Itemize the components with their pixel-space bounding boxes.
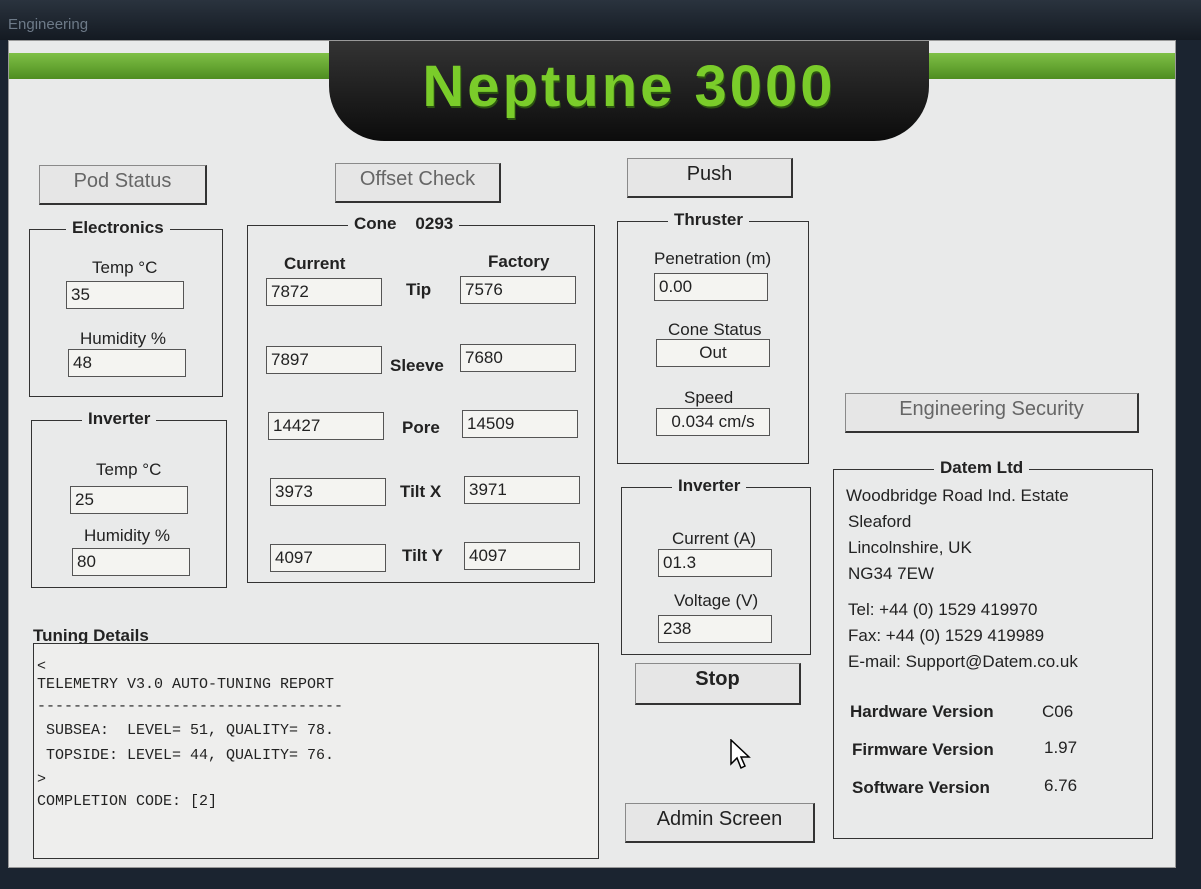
penetration-field[interactable]: 0.00 <box>654 273 768 301</box>
electronics-temp-label: Temp °C <box>92 258 158 277</box>
tip-factory-field[interactable]: 7576 <box>460 276 576 304</box>
cone-title: Cone 0293 <box>348 214 460 234</box>
electronics-humidity-label: Humidity % <box>80 329 166 348</box>
sleeve-label: Sleeve <box>390 356 444 375</box>
cone-status-field[interactable]: Out <box>656 339 770 367</box>
firmware-version-value: 1.97 <box>1044 738 1078 757</box>
sleeve-factory-field[interactable]: 7680 <box>460 344 576 372</box>
cone-status-label: Cone Status <box>668 320 762 339</box>
tuning-details-box[interactable]: < TELEMETRY V3.0 AUTO-TUNING REPORT ----… <box>33 643 599 859</box>
tip-label: Tip <box>406 280 432 299</box>
hardware-version-value: C06 <box>1042 702 1074 721</box>
push-button[interactable]: Push <box>627 158 793 198</box>
tilt-x-current-field[interactable]: 3973 <box>270 478 386 506</box>
hardware-version-label: Hardware Version <box>850 702 994 721</box>
tilt-x-factory-field[interactable]: 3971 <box>464 476 580 504</box>
address-line: Sleaford <box>848 512 912 531</box>
header-green-bar-right <box>889 53 1175 79</box>
inverter-left-title: Inverter <box>82 409 157 429</box>
address-line: Lincolnshire, UK <box>848 538 972 557</box>
inverter-voltage-label: Voltage (V) <box>674 591 759 610</box>
tuning-line: SUBSEA: LEVEL= 51, QUALITY= 78. <box>37 722 335 739</box>
main-panel: Neptune 3000 Pod Status Offset Check Pus… <box>8 40 1176 868</box>
cone-factory-header: Factory <box>488 252 550 271</box>
inverter-group-left: Inverter Temp °C 25 Humidity % 80 <box>31 409 227 588</box>
cone-current-header: Current <box>284 254 346 273</box>
tilt-y-current-field[interactable]: 4097 <box>270 544 386 572</box>
tip-current-field[interactable]: 7872 <box>266 278 382 306</box>
mouse-pointer-icon <box>730 739 751 770</box>
datem-info-group: Datem Ltd Woodbridge Road Ind. Estate Sl… <box>833 458 1153 839</box>
inverter-current-field[interactable]: 01.3 <box>658 549 772 577</box>
app-logo-title: Neptune 3000 <box>422 54 836 119</box>
software-version-label: Software Version <box>852 778 990 797</box>
tuning-line: COMPLETION CODE: [2] <box>37 793 218 810</box>
tilt-y-label: Tilt Y <box>402 546 443 565</box>
inverter-left-temp-field[interactable]: 25 <box>70 486 188 514</box>
speed-label: Speed <box>684 388 734 407</box>
cone-group: Cone 0293 Current Factory 7872 Tip 7576 … <box>247 214 595 583</box>
tuning-line: TELEMETRY V3.0 AUTO-TUNING REPORT <box>37 676 335 693</box>
electronics-group: Electronics Temp °C 35 Humidity % 48 <box>29 218 223 397</box>
logo-plate: Neptune 3000 <box>329 41 929 141</box>
electronics-temp-field[interactable]: 35 <box>66 281 184 309</box>
header-green-bar-left <box>9 53 369 79</box>
electronics-title: Electronics <box>66 218 170 238</box>
tuning-line: > <box>37 771 47 788</box>
address-line: Woodbridge Road Ind. Estate <box>846 486 1069 505</box>
engineering-security-button[interactable]: Engineering Security <box>845 393 1139 433</box>
pore-current-field[interactable]: 14427 <box>268 412 384 440</box>
speed-field[interactable]: 0.034 cm/s <box>656 408 770 436</box>
stop-button[interactable]: Stop <box>635 663 801 705</box>
offset-check-button[interactable]: Offset Check <box>335 163 501 203</box>
address-line: NG34 7EW <box>848 564 934 583</box>
fax-text: Fax: +44 (0) 1529 419989 <box>848 626 1045 645</box>
pore-factory-field[interactable]: 14509 <box>462 410 578 438</box>
pore-label: Pore <box>402 418 440 437</box>
inverter-voltage-field[interactable]: 238 <box>658 615 772 643</box>
firmware-version-label: Firmware Version <box>852 740 994 759</box>
electronics-humidity-field[interactable]: 48 <box>68 349 186 377</box>
inverter-left-humidity-label: Humidity % <box>84 526 170 545</box>
admin-screen-button[interactable]: Admin Screen <box>625 803 815 843</box>
inverter-current-label: Current (A) <box>672 529 757 548</box>
inverter-right-title: Inverter <box>672 476 747 496</box>
tilt-y-factory-field[interactable]: 4097 <box>464 542 580 570</box>
thruster-group: Thruster Penetration (m) 0.00 Cone Statu… <box>617 210 809 464</box>
window-titlebar: Engineering <box>0 0 1201 40</box>
cone-id: 0293 <box>415 214 454 233</box>
inverter-group-right: Inverter Current (A) 01.3 Voltage (V) 23… <box>621 476 811 655</box>
tel-text: Tel: +44 (0) 1529 419970 <box>848 600 1038 619</box>
inverter-left-temp-label: Temp °C <box>96 460 162 479</box>
sleeve-current-field[interactable]: 7897 <box>266 346 382 374</box>
email-text: E-mail: Support@Datem.co.uk <box>848 652 1078 671</box>
inverter-left-humidity-field[interactable]: 80 <box>72 548 190 576</box>
window-title: Engineering <box>8 16 89 33</box>
penetration-label: Penetration (m) <box>654 249 772 268</box>
tuning-line: ---------------------------------- <box>37 698 344 715</box>
software-version-value: 6.76 <box>1044 776 1078 795</box>
tuning-line: < <box>37 658 47 675</box>
pod-status-button[interactable]: Pod Status <box>39 165 207 205</box>
tuning-details-title: Tuning Details <box>33 626 149 645</box>
tuning-line: TOPSIDE: LEVEL= 44, QUALITY= 76. <box>37 747 335 764</box>
tilt-x-label: Tilt X <box>400 482 442 501</box>
thruster-title: Thruster <box>668 210 749 230</box>
datem-title: Datem Ltd <box>934 458 1030 478</box>
